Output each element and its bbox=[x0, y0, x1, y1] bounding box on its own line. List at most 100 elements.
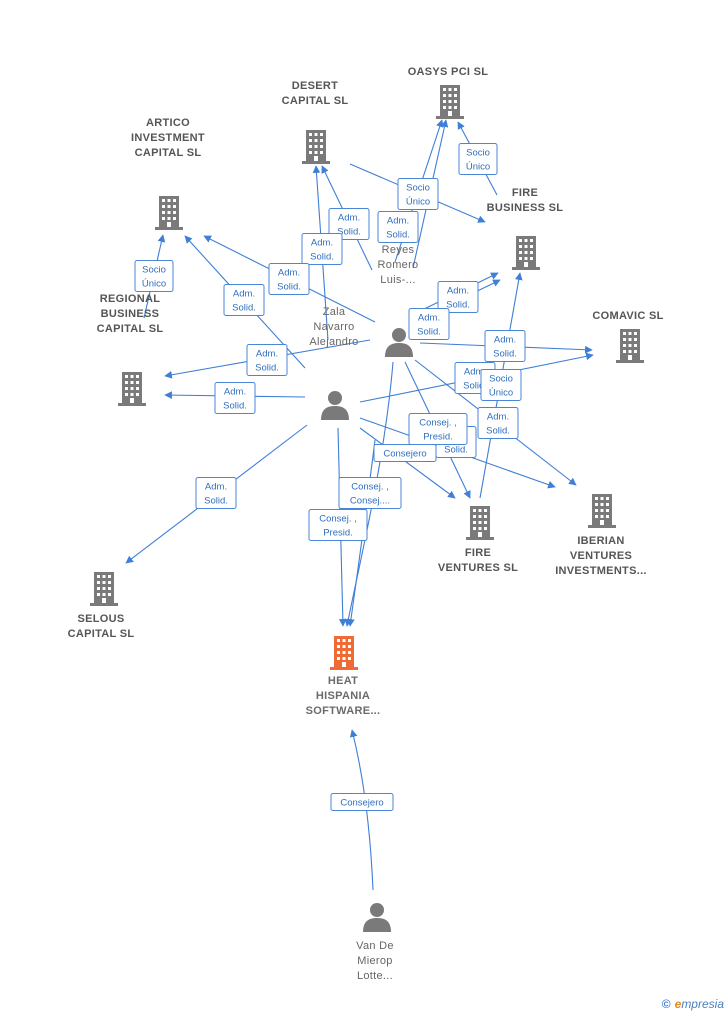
building-icon[interactable] bbox=[302, 130, 330, 164]
relation-label[interactable]: Adm.Solid. bbox=[477, 407, 519, 439]
relation-label[interactable]: Adm.Solid. bbox=[268, 263, 310, 295]
node-label-line[interactable]: SOFTWARE... bbox=[306, 705, 381, 717]
node-label-line[interactable]: FIRE bbox=[512, 187, 538, 199]
relation-label-text: Solid. bbox=[493, 349, 517, 360]
node-desert[interactable]: DESERT CAPITAL SL bbox=[282, 80, 349, 164]
relation-label[interactable]: Consej. ,Presid. bbox=[308, 509, 368, 541]
node-label-line[interactable]: COMAVIC SL bbox=[592, 310, 663, 322]
person-icon[interactable] bbox=[363, 903, 391, 932]
node-label-line[interactable]: HISPANIA bbox=[316, 690, 370, 702]
relation-label-box bbox=[195, 477, 237, 509]
relation-label[interactable]: Adm.Solid. bbox=[377, 211, 419, 243]
relation-label[interactable]: Adm.Solid. bbox=[437, 281, 479, 313]
node-label-line[interactable]: Reyes bbox=[382, 244, 415, 256]
node-label-line[interactable]: CAPITAL SL bbox=[135, 147, 202, 159]
building-icon[interactable] bbox=[436, 85, 464, 119]
relation-label-box bbox=[477, 407, 519, 439]
node-label-line[interactable]: Mierop bbox=[357, 955, 392, 967]
relation-label[interactable]: Adm.Solid. bbox=[484, 330, 526, 362]
node-label-line[interactable]: INVESTMENT bbox=[131, 132, 205, 144]
relation-label-text: Solid. bbox=[417, 327, 441, 338]
node-label-line[interactable]: CAPITAL SL bbox=[68, 628, 135, 640]
node-label-line[interactable]: INVESTMENTS... bbox=[555, 565, 647, 577]
node-comavic[interactable]: COMAVIC SL bbox=[592, 310, 663, 363]
footer-brand: ©empresia bbox=[662, 997, 724, 1011]
relation-label-box bbox=[408, 308, 450, 340]
relation-label-text: Consejero bbox=[383, 449, 426, 460]
node-firev[interactable]: FIRE VENTURES SL bbox=[438, 506, 518, 574]
person-icon[interactable] bbox=[321, 391, 349, 420]
edge-zala-heat-b bbox=[347, 439, 376, 627]
relation-label-text: Solid. bbox=[446, 300, 470, 311]
node-label-line[interactable]: SELOUS bbox=[77, 613, 124, 625]
relation-label[interactable]: Adm.Solid. bbox=[223, 284, 265, 316]
relation-label[interactable]: Adm.Solid. bbox=[195, 477, 237, 509]
node-label-line[interactable]: ARTICO bbox=[146, 117, 190, 129]
node-label-line[interactable]: FIRE bbox=[465, 547, 491, 559]
node-label-line[interactable]: VENTURES bbox=[570, 550, 632, 562]
relation-label-box bbox=[458, 143, 498, 175]
node-label-line[interactable]: VENTURES SL bbox=[438, 562, 518, 574]
node-label-line[interactable]: Lotte... bbox=[357, 970, 393, 982]
relation-label[interactable]: Adm.Solid. bbox=[246, 344, 288, 376]
node-fireb[interactable]: FIRE BUSINESS SL bbox=[487, 187, 564, 270]
relation-label-text: Consejero bbox=[340, 798, 383, 809]
node-regional[interactable]: REGIONAL BUSINESS CAPITAL SL bbox=[97, 293, 164, 406]
relation-label-text: Presid. bbox=[323, 528, 353, 539]
node-vandemierop[interactable]: Van De MieropLotte... bbox=[356, 903, 394, 982]
node-label-line[interactable]: Navarro bbox=[313, 321, 354, 333]
relation-label-text: Consej. , bbox=[419, 418, 457, 429]
relation-label[interactable]: Adm. Solid. bbox=[408, 308, 450, 340]
relation-label-text: Adm. bbox=[418, 313, 440, 324]
building-icon[interactable] bbox=[330, 636, 358, 670]
node-reyes[interactable]: ReyesRomeroLuis-... bbox=[378, 244, 419, 357]
relation-label-text: Consej. , bbox=[351, 482, 389, 493]
building-icon[interactable] bbox=[90, 572, 118, 606]
node-selous[interactable]: SELOUS CAPITAL SL bbox=[68, 572, 135, 640]
relation-label[interactable]: Adm.Solid. bbox=[301, 233, 343, 265]
node-label-line[interactable]: Romero bbox=[378, 259, 419, 271]
node-label-line[interactable]: CAPITAL SL bbox=[97, 323, 164, 335]
node-label-line[interactable]: Luis-... bbox=[380, 274, 415, 286]
relation-label-box bbox=[134, 260, 174, 292]
node-label-line[interactable]: DESERT bbox=[292, 80, 338, 92]
relation-label[interactable]: Adm.Solid. bbox=[214, 382, 256, 414]
building-icon[interactable] bbox=[155, 196, 183, 230]
node-label-line[interactable]: Alejandro bbox=[309, 336, 358, 348]
relation-label-text: Único bbox=[466, 162, 490, 173]
node-label-line[interactable]: HEAT bbox=[328, 675, 358, 687]
node-label-line[interactable]: Zala bbox=[323, 306, 346, 318]
relation-label-text: Socio bbox=[406, 183, 430, 194]
node-oasys[interactable]: OASYS PCI SL bbox=[408, 66, 489, 119]
node-label-line[interactable]: BUSINESS SL bbox=[487, 202, 564, 214]
node-label-line[interactable]: BUSINESS bbox=[101, 308, 160, 320]
node-iberian[interactable]: IBERIAN VENTURES INVESTMENTS... bbox=[555, 494, 647, 577]
node-label-line[interactable]: IBERIAN bbox=[577, 535, 624, 547]
node-artico[interactable]: ARTICO INVESTMENT CAPITAL SL bbox=[131, 117, 205, 230]
relation-label-text: Adm. bbox=[205, 482, 227, 493]
building-icon[interactable] bbox=[512, 236, 540, 270]
relation-label[interactable]: Consej. ,Presid. bbox=[408, 413, 468, 445]
relation-label[interactable]: Consejero bbox=[330, 793, 394, 811]
building-icon[interactable] bbox=[466, 506, 494, 540]
building-icon[interactable] bbox=[588, 494, 616, 528]
node-label-line[interactable]: CAPITAL SL bbox=[282, 95, 349, 107]
relation-label[interactable]: Consej. ,Consej.... bbox=[338, 477, 402, 509]
relation-label-text: Adm. bbox=[311, 238, 333, 249]
relation-label-text: Solid. bbox=[444, 445, 468, 456]
node-label-line[interactable]: REGIONAL bbox=[100, 293, 160, 305]
building-icon[interactable] bbox=[118, 372, 146, 406]
node-label-line[interactable]: Van De bbox=[356, 940, 394, 952]
node-heat[interactable]: HEAT HISPANIA SOFTWARE... bbox=[306, 636, 381, 717]
relation-label[interactable]: Adm.Solid. bbox=[328, 208, 370, 240]
building-icon[interactable] bbox=[616, 329, 644, 363]
node-label-line[interactable]: OASYS PCI SL bbox=[408, 66, 489, 78]
relation-label[interactable]: Consejero bbox=[373, 444, 437, 462]
relation-label-text: Adm. bbox=[487, 412, 509, 423]
relation-label-box bbox=[223, 284, 265, 316]
